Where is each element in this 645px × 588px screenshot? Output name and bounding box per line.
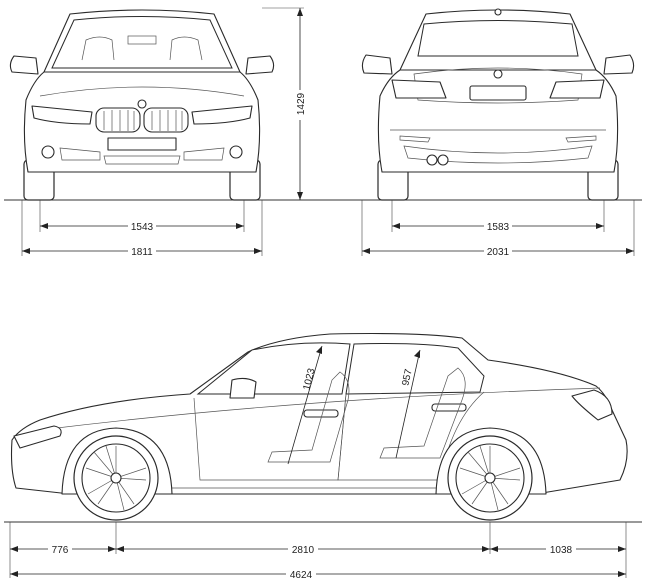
rear-left-reflector xyxy=(399,135,431,143)
front-left-fog-light xyxy=(41,145,55,159)
rear-view-left-mirror xyxy=(361,54,393,75)
front-door-handle xyxy=(303,409,339,418)
width-label: 1811 xyxy=(131,247,153,258)
side-headlight xyxy=(13,425,62,449)
front-badge-icon xyxy=(137,99,147,109)
front-view-hood-line xyxy=(39,86,245,97)
rear-headroom-line xyxy=(395,349,421,459)
rear-hub-icon xyxy=(484,472,496,484)
width-with-mirrors-label: 2031 xyxy=(487,247,510,258)
front-track-label: 1543 xyxy=(131,222,154,233)
overall-length-label: 4624 xyxy=(290,570,313,581)
front-view-body xyxy=(23,71,261,173)
rear-side-window xyxy=(345,343,485,395)
front-right-headlight xyxy=(191,105,253,125)
rear-view-antenna-icon xyxy=(494,8,502,16)
front-left-kidney-grille xyxy=(95,107,141,133)
dimension-lines xyxy=(9,7,635,578)
rear-left-tail-light xyxy=(391,79,447,99)
front-view-seat-left xyxy=(81,36,115,61)
side-view xyxy=(10,332,628,521)
exhaust-left-tip xyxy=(426,154,438,166)
front-view-seat-right xyxy=(169,36,203,61)
front-lower-intake xyxy=(103,155,181,165)
rear-wheel xyxy=(447,435,533,521)
rear-headroom-label: 957 xyxy=(400,368,414,387)
front-hub-icon xyxy=(110,472,122,484)
rear-windscreen xyxy=(417,20,579,57)
character-line xyxy=(39,387,601,431)
front-wheel xyxy=(73,435,159,521)
rear-seat xyxy=(379,367,466,459)
rear-diffuser xyxy=(403,145,593,164)
front-wheel-spokes xyxy=(85,445,147,511)
rear-right-tail-light xyxy=(549,79,605,99)
front-right-intake xyxy=(183,147,225,161)
rear-licence-plate xyxy=(469,85,527,101)
rear-door-handle xyxy=(431,403,467,412)
dimension-labels: 1429 1543 1811 1583 2031 1023 957 776 28… xyxy=(48,90,576,581)
rear-track-label: 1583 xyxy=(487,222,510,233)
front-view-left-mirror xyxy=(9,55,39,75)
rear-overhang-label: 1038 xyxy=(550,545,573,556)
side-tail-light xyxy=(571,389,613,421)
side-view-mirror xyxy=(229,377,257,399)
front-view-mirror-inner xyxy=(127,35,157,45)
front-overhang-label: 776 xyxy=(52,545,69,556)
rear-view-right-mirror xyxy=(603,54,635,75)
front-side-window xyxy=(196,342,351,395)
rear-badge-icon xyxy=(493,69,503,79)
front-view xyxy=(9,9,275,201)
front-windscreen xyxy=(51,16,233,69)
front-right-fog-light xyxy=(229,145,243,159)
front-headroom-label: 1023 xyxy=(302,367,318,392)
rear-wheel-spokes xyxy=(459,445,521,511)
front-right-kidney-grille xyxy=(143,107,189,133)
front-seat xyxy=(267,371,350,463)
rear-right-reflector xyxy=(565,135,597,143)
front-headroom-line xyxy=(287,345,323,465)
front-view-right-mirror xyxy=(245,55,275,75)
exhaust-right-tip xyxy=(437,154,449,166)
overall-height-label: 1429 xyxy=(296,92,307,115)
rear-view xyxy=(361,8,635,201)
front-left-headlight xyxy=(31,105,93,125)
wheelbase-label: 2810 xyxy=(292,545,315,556)
front-licence-plate xyxy=(107,137,177,151)
front-left-intake xyxy=(59,147,101,161)
